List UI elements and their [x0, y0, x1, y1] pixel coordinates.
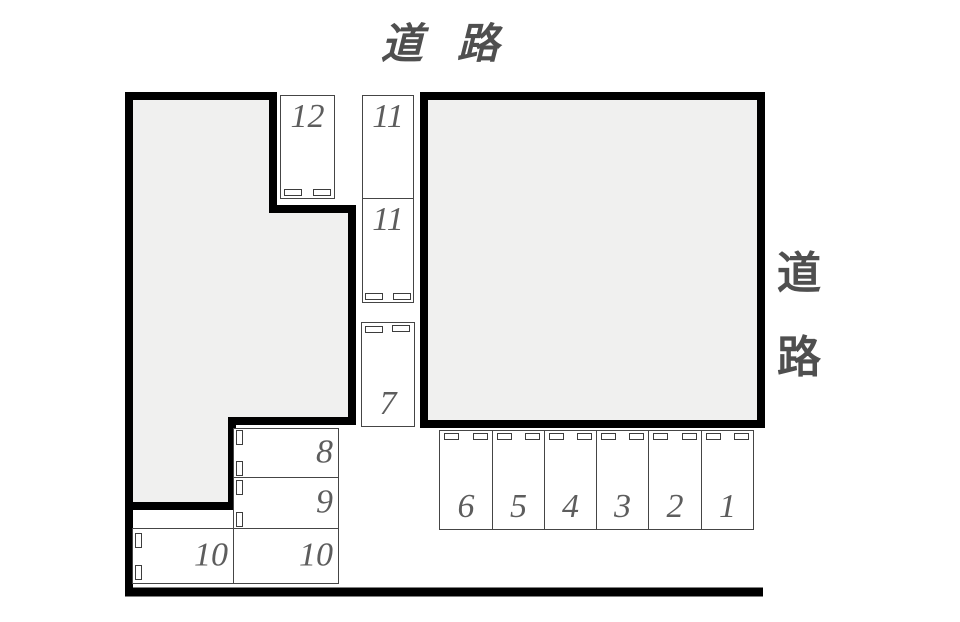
wheel-stop [682, 433, 697, 440]
wheel-stop [734, 433, 749, 440]
wheel-stop [236, 480, 243, 495]
wheel-stop [135, 565, 142, 580]
wheel-stop [236, 430, 243, 445]
parking-space-10-left: 10 [132, 528, 234, 584]
road-label-right: 道 路 [777, 252, 821, 380]
space-number: 12 [290, 98, 325, 135]
wheel-stop [444, 433, 459, 440]
wheel-stop [135, 533, 142, 548]
wheel-stop [473, 433, 488, 440]
wheel-stop [313, 189, 331, 196]
space-number: 7 [379, 385, 397, 422]
wheel-stop [577, 433, 592, 440]
road-label-top: 道 路 [381, 24, 499, 66]
wheel-stop [525, 433, 540, 440]
parking-space-8: 8 [233, 428, 339, 478]
parking-space-11-upper: 11 [362, 95, 414, 199]
parking-space-3: 3 [596, 430, 649, 530]
wheel-stop [706, 433, 721, 440]
parking-space-11-lower: 11 [362, 198, 414, 303]
space-number: 11 [372, 98, 404, 135]
space-number: 2 [666, 488, 684, 525]
parking-space-10-right: 10 [233, 528, 339, 584]
parking-space-5: 5 [492, 430, 545, 530]
road-label-right-char: 路 [777, 333, 821, 382]
road-label-top-char: 道 [381, 22, 424, 68]
wheel-stop [601, 433, 616, 440]
road-label-top-char: 路 [457, 22, 500, 68]
wheel-stop [392, 325, 410, 332]
wheel-stop [393, 293, 411, 300]
space-number: 1 [719, 488, 736, 525]
wheel-stop [284, 189, 302, 196]
wheel-stop [365, 293, 383, 300]
space-number: 6 [457, 488, 475, 525]
space-number: 3 [614, 488, 631, 525]
wheel-stop [549, 433, 564, 440]
wheel-stop [653, 433, 668, 440]
space-number: 11 [372, 201, 404, 238]
space-number: 4 [562, 488, 579, 525]
road-label-right-char: 道 [777, 249, 821, 298]
parking-space-7: 7 [361, 322, 415, 427]
wheel-stop [365, 326, 383, 333]
space-number: 5 [510, 488, 527, 525]
parking-space-9: 9 [233, 477, 339, 529]
left-building-block [125, 92, 356, 510]
wheel-stop [236, 512, 243, 527]
wheel-stop [629, 433, 644, 440]
parking-space-6: 6 [439, 430, 493, 530]
space-number: 10 [194, 536, 228, 574]
right-building-block [420, 92, 765, 428]
parking-space-1: 1 [701, 430, 754, 530]
parking-space-12: 12 [280, 95, 335, 199]
parking-space-2: 2 [648, 430, 702, 530]
space-number: 10 [299, 536, 333, 574]
wheel-stop [497, 433, 512, 440]
wheel-stop [236, 461, 243, 476]
space-number: 8 [316, 433, 333, 471]
space-number: 9 [316, 483, 333, 521]
parking-space-4: 4 [544, 430, 597, 530]
